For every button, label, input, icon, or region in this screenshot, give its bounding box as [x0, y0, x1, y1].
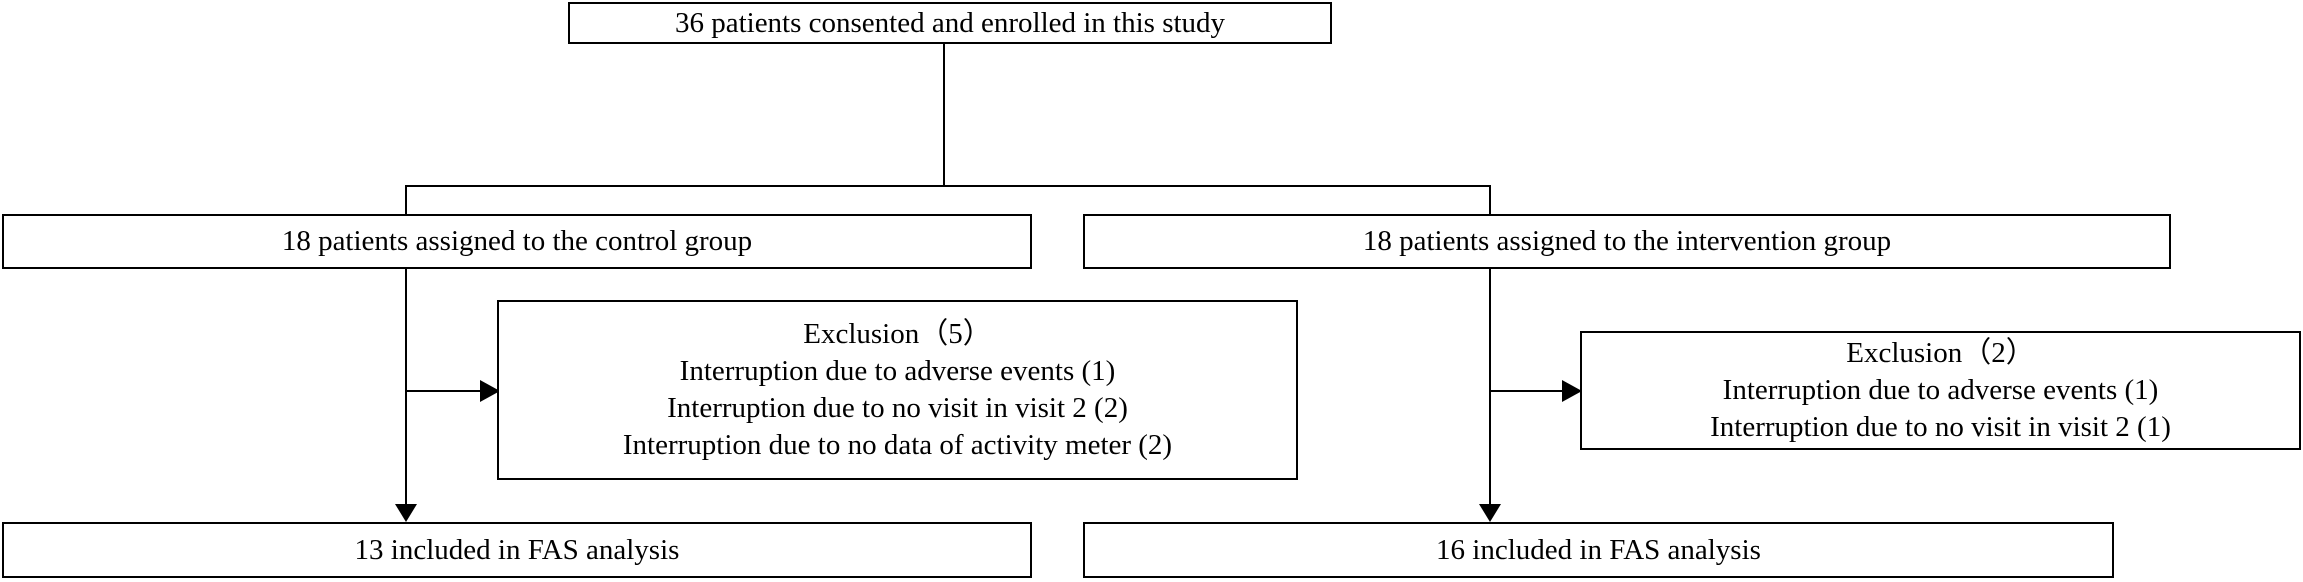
control-exclusion-title: Exclusion（5）: [803, 318, 992, 350]
intervention-flow-arrowhead: [1479, 504, 1501, 522]
intervention-exclusion-connector: [1490, 390, 1570, 392]
intervention-assigned-text: 18 patients assigned to the intervention…: [1362, 225, 1892, 257]
intervention-included-box: 16 included in FAS analysis: [1083, 522, 2114, 578]
connector-split-horizontal: [405, 185, 1491, 187]
intervention-exclusion-item: Interruption due to adverse events (1): [1722, 374, 2159, 406]
intervention-flow-line: [1489, 269, 1491, 505]
connector-split-left: [405, 185, 407, 217]
intervention-exclusion-title: Exclusion（2）: [1846, 337, 2035, 369]
intervention-exclusion-item: Interruption due to no visit in visit 2 …: [1710, 411, 2171, 443]
intervention-assigned-box: 18 patients assigned to the intervention…: [1083, 214, 2171, 269]
connector-enrolled-down: [943, 44, 945, 186]
control-exclusion-arrowhead: [480, 380, 500, 402]
intervention-exclusion-arrowhead: [1562, 380, 1582, 402]
control-assigned-text: 18 patients assigned to the control grou…: [281, 225, 753, 257]
intervention-included-text: 16 included in FAS analysis: [1436, 533, 1761, 566]
enrolled-box: 36 patients consented and enrolled in th…: [568, 2, 1332, 44]
intervention-exclusion-box: Exclusion（2） Interruption due to adverse…: [1580, 331, 2301, 450]
control-exclusion-item: Interruption due to adverse events (1): [679, 355, 1116, 387]
connector-split-right: [1489, 185, 1491, 217]
control-exclusion-connector: [406, 390, 486, 392]
control-flow-arrowhead: [395, 504, 417, 522]
control-included-text: 13 included in FAS analysis: [354, 533, 680, 566]
control-included-box: 13 included in FAS analysis: [2, 522, 1032, 578]
control-exclusion-box: Exclusion（5） Interruption due to adverse…: [497, 300, 1298, 480]
enrolled-text: 36 patients consented and enrolled in th…: [674, 6, 1226, 39]
control-exclusion-item: Interruption due to no data of activity …: [622, 429, 1173, 461]
control-flow-line: [405, 269, 407, 505]
control-exclusion-item: Interruption due to no visit in visit 2 …: [667, 392, 1128, 424]
control-assigned-box: 18 patients assigned to the control grou…: [2, 214, 1032, 269]
